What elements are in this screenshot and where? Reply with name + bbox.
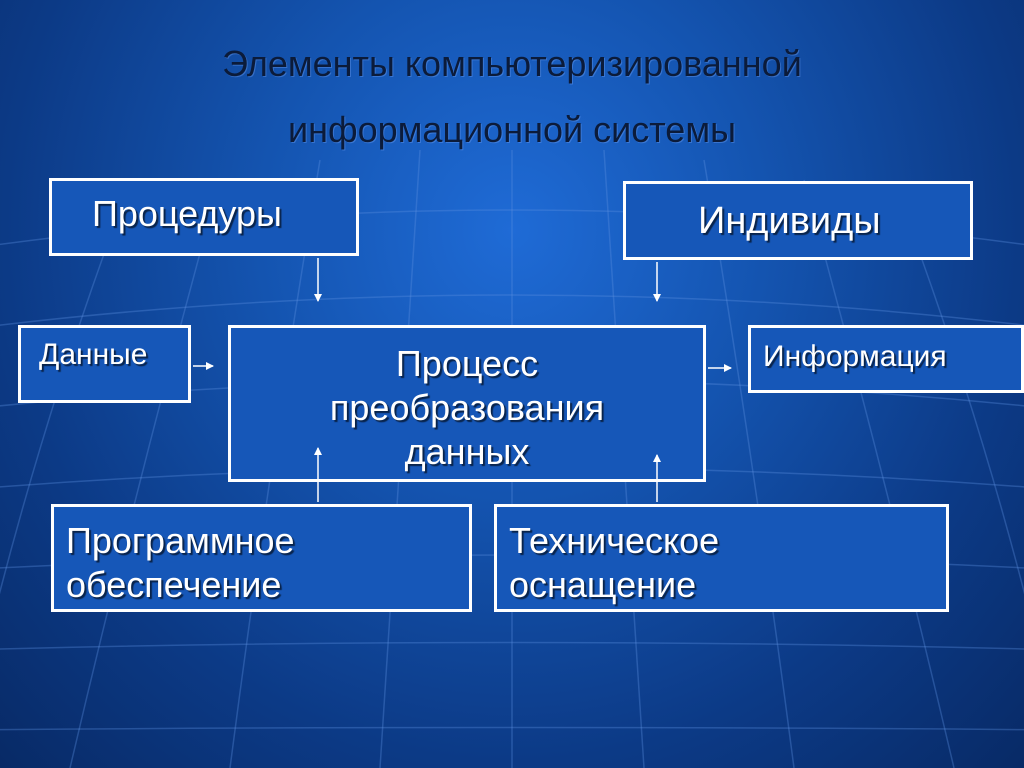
node-individuals: Индивиды [623, 181, 973, 260]
node-procedures: Процедуры [49, 178, 359, 256]
node-process-label-line-1: Процесс [395, 343, 539, 384]
node-procedures-label: Процедуры [92, 193, 282, 234]
node-data-label: Данные [39, 338, 148, 371]
slide-title-line-2: информационной системы [288, 109, 736, 150]
node-hardware-label-line-1: Техническое [509, 520, 720, 561]
node-software: Программное обеспечение [51, 504, 472, 612]
node-individuals-label: Индивиды [698, 200, 881, 242]
node-information: Информация [748, 325, 1024, 393]
node-software-label-line-2: обеспечение [66, 564, 282, 605]
node-information-label: Информация [763, 340, 947, 373]
node-hardware-label-line-2: оснащение [509, 564, 697, 605]
node-process-label-line-2: преобразования [329, 387, 605, 428]
node-process: Процесс преобразования данных [228, 325, 706, 482]
node-data: Данные [18, 325, 191, 403]
node-process-label-line-3: данных [404, 431, 530, 472]
node-hardware: Техническое оснащение [494, 504, 949, 612]
node-software-label-line-1: Программное [66, 520, 295, 561]
slide-title-line-1: Элементы компьютеризированной [222, 43, 802, 84]
